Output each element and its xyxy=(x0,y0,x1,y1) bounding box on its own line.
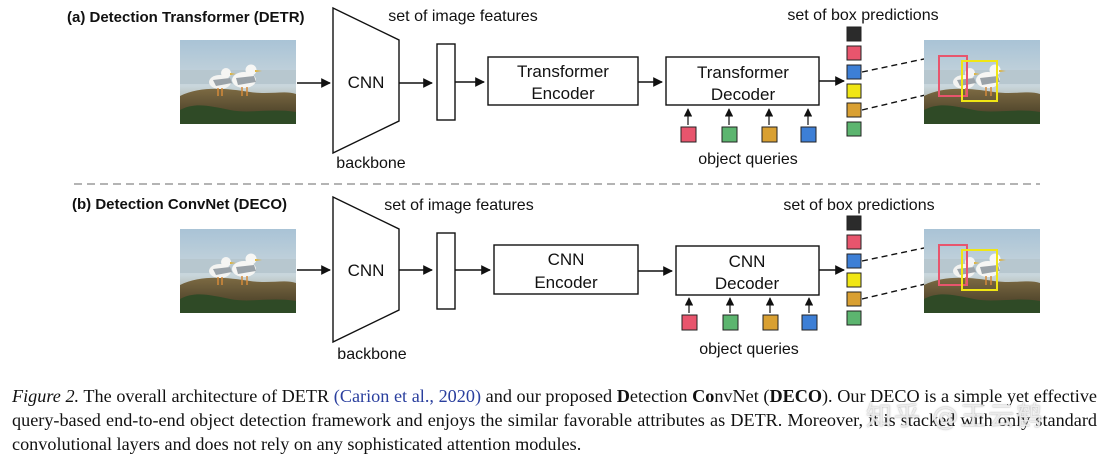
caption-text-3: etection xyxy=(629,386,693,406)
detection-box-red-a xyxy=(938,55,968,97)
image-features-block-a xyxy=(436,43,456,121)
object-queries-label-b: object queries xyxy=(699,341,799,358)
caption-text-2: and our proposed xyxy=(481,386,617,406)
panel-a-detr: (a) Detection Transformer (DETR) CNN bac… xyxy=(67,6,1040,172)
prediction-square-a-5 xyxy=(846,102,862,118)
prediction-square-b-3 xyxy=(846,253,862,269)
watermark: 知乎 @王云鹤 xyxy=(866,402,1045,432)
figure-caption: Figure 2. The overall architecture of DE… xyxy=(12,384,1097,456)
query-square-a-2 xyxy=(721,126,738,143)
cnn-decoder-b xyxy=(675,245,820,296)
backbone-label-a: backbone xyxy=(336,155,405,172)
object-queries-a xyxy=(680,108,817,143)
prediction-square-b-5 xyxy=(846,291,862,307)
encoder-line1-b: CNN xyxy=(548,250,585,269)
prediction-square-a-3 xyxy=(846,64,862,80)
output-image-b xyxy=(924,229,1040,313)
encoder-line2-b: Encoder xyxy=(534,273,598,292)
query-square-b-3 xyxy=(762,314,779,331)
caption-bold-co: Co xyxy=(692,386,715,406)
transformer-decoder-a xyxy=(665,56,820,106)
box-predictions-b xyxy=(846,215,862,326)
backbone-trapezoid-a xyxy=(332,6,400,155)
caption-label: Figure 2. xyxy=(12,386,80,406)
query-square-b-1 xyxy=(681,314,698,331)
caption-text-1: The overall architecture of DETR xyxy=(79,386,334,406)
prediction-square-b-1 xyxy=(846,215,862,231)
object-queries-label-a: object queries xyxy=(698,151,798,168)
caption-bold-d: D xyxy=(616,386,630,406)
prediction-square-b-6 xyxy=(846,310,862,326)
output-image-a xyxy=(924,40,1040,124)
decoder-line1-b: CNN xyxy=(729,252,766,271)
caption-text-4: nvNet ( xyxy=(714,386,770,406)
input-image-b xyxy=(180,229,296,313)
detection-box-red-b xyxy=(938,244,968,286)
features-label-a: set of image features xyxy=(388,8,537,25)
prediction-square-b-2 xyxy=(846,234,862,250)
panel-b-deco: (b) Detection ConvNet (DECO) CNN backbon… xyxy=(72,195,1040,363)
encoder-line1-a: Transformer xyxy=(517,62,609,81)
prediction-square-a-4 xyxy=(846,83,862,99)
prediction-square-b-4 xyxy=(846,272,862,288)
caption-citation-link[interactable]: (Carion et al., 2020) xyxy=(333,386,482,406)
architecture-figure: (a) Detection Transformer (DETR) CNN bac… xyxy=(67,6,1040,363)
transformer-encoder-a xyxy=(487,56,639,106)
caption-text-5: ). Our DECO is a simple yet effective qu… xyxy=(12,386,1097,454)
features-label-b: set of image features xyxy=(384,197,533,214)
backbone-label-b: backbone xyxy=(337,346,406,363)
predictions-label-b: set of box predictions xyxy=(783,197,934,214)
predictions-label-a: set of box predictions xyxy=(787,7,938,24)
panel-b-title: (b) Detection ConvNet (DECO) xyxy=(72,196,287,213)
box-predictions-a xyxy=(846,26,862,137)
backbone-trapezoid-b xyxy=(332,195,400,344)
query-square-b-2 xyxy=(722,314,739,331)
caption-bold-deco: DECO xyxy=(769,386,822,406)
encoder-line2-a: Encoder xyxy=(531,84,595,103)
query-square-a-4 xyxy=(800,126,817,143)
query-square-a-1 xyxy=(680,126,697,143)
prediction-square-a-1 xyxy=(846,26,862,42)
object-queries-b xyxy=(681,297,818,331)
prediction-square-a-2 xyxy=(846,45,862,61)
backbone-cnn-label-a: CNN xyxy=(348,73,385,92)
detection-box-yellow-a xyxy=(961,60,998,102)
decoder-line2-a: Decoder xyxy=(711,85,776,104)
decoder-line2-b: Decoder xyxy=(715,274,780,293)
detection-box-yellow-b xyxy=(961,249,998,291)
query-square-a-3 xyxy=(761,126,778,143)
image-features-block-b xyxy=(436,232,456,310)
backbone-cnn-label-b: CNN xyxy=(348,261,385,280)
panel-a-title: (a) Detection Transformer (DETR) xyxy=(67,9,305,26)
prediction-square-a-6 xyxy=(846,121,862,137)
cnn-encoder-b xyxy=(493,244,639,295)
query-square-b-4 xyxy=(801,314,818,331)
input-image-a xyxy=(180,40,296,124)
decoder-line1-a: Transformer xyxy=(697,63,789,82)
